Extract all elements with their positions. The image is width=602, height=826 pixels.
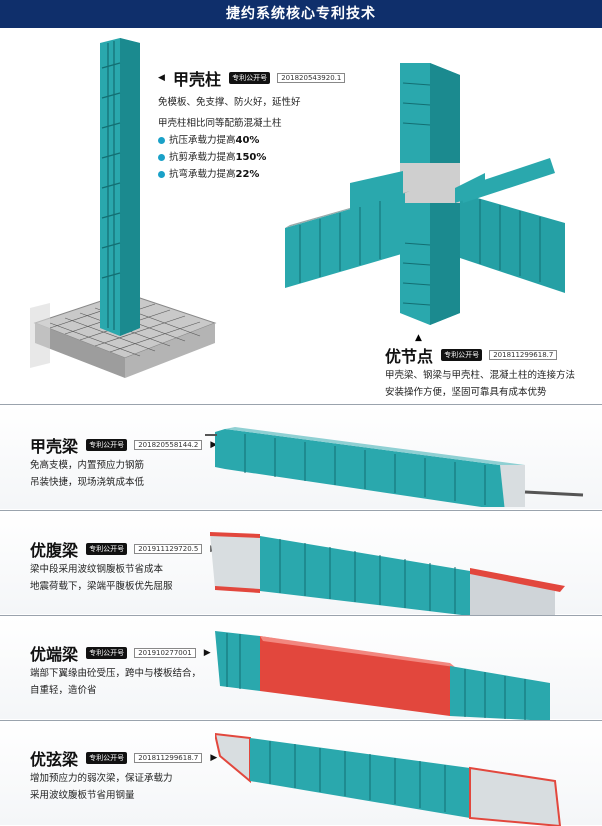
bullet-text: 抗剪承载力提高 <box>169 152 236 163</box>
page-header: 捷约系统核心专利技术 <box>0 0 602 28</box>
bullet-value: 150% <box>235 152 267 163</box>
bullet-dot <box>158 154 165 161</box>
joint-patent-no: 201811299618.7 <box>489 350 558 360</box>
beam-desc-2: 吊装快捷，现场浇筑成本低 <box>30 477 145 488</box>
beam-title: 优弦梁 <box>30 750 79 769</box>
joint-desc-1: 甲壳梁、钢梁与甲壳柱、混凝土柱的连接方法 <box>385 370 576 381</box>
column-illustration <box>30 38 217 378</box>
beam-title: 优腹梁 <box>30 541 79 560</box>
youduan-beam-illustration <box>215 631 550 721</box>
youxian-beam-illustration <box>215 732 562 826</box>
beam-patent-no: 201820558144.2 <box>134 440 203 450</box>
bullet-text: 抗弯承载力提高 <box>169 169 236 180</box>
patent-badge: 专利公开号 <box>441 349 483 361</box>
beam-desc-1: 端部下翼缘由砼受压，跨中与楼板结合， <box>30 668 202 679</box>
beam-desc-1: 免高支模，内置预应力钢筋 <box>30 460 145 471</box>
bullet-dot <box>158 137 165 144</box>
column-desc-1: 免模板、免支撑、防火好，延性好 <box>158 97 301 108</box>
beam-label: 优腹梁 专利公开号 201911129720.5 ▶ 梁中段采用波纹钢腹板节省成… <box>30 537 217 595</box>
joint-marker: ▲ <box>415 333 422 343</box>
beam-patent-no: 201911129720.5 <box>134 544 203 554</box>
beam-desc-2: 自重轻，造价省 <box>30 685 97 696</box>
column-bullet: 抗弯承载力提高22% <box>158 166 345 183</box>
column-patent-no: 201820543920.1 <box>277 73 346 83</box>
joint-title: 优节点 <box>385 347 434 366</box>
column-marker: ◀ <box>158 73 165 83</box>
divider <box>0 404 602 405</box>
column-bullet: 抗剪承载力提高150% <box>158 149 345 166</box>
bullet-value: 40% <box>235 135 260 146</box>
divider <box>0 720 602 721</box>
column-label: ◀ 甲壳柱 专利公开号 201820543920.1 免模板、免支撑、防火好，延… <box>158 66 346 183</box>
page-title: 捷约系统核心专利技术 <box>226 6 376 22</box>
beam-desc-2: 采用波纹腹板节省用钢量 <box>30 790 135 801</box>
jiake-beam-illustration <box>205 427 584 507</box>
patent-badge: 专利公开号 <box>86 543 128 555</box>
joint-label: ▲ 优节点 专利公开号 201811299618.7 甲壳梁、钢梁与甲壳柱、混凝… <box>385 333 575 401</box>
beam-label: 优端梁 专利公开号 201910277001 ▶ 端部下翼缘由砼受压，跨中与楼板… <box>30 641 211 699</box>
beam-section-youduan: 优端梁 专利公开号 201910277001 ▶ 端部下翼缘由砼受压，跨中与楼板… <box>0 616 602 721</box>
beam-label: 优弦梁 专利公开号 201811299618.7 ▶ 增加预应力的弱次梁，保证承… <box>30 746 217 804</box>
beam-marker: ▶ <box>203 648 211 658</box>
youfu-beam-illustration <box>210 532 565 616</box>
patent-badge: 专利公开号 <box>86 647 128 659</box>
column-bullet: 抗压承载力提高40% <box>158 132 345 149</box>
top-panel: ◀ 甲壳柱 专利公开号 201820543920.1 免模板、免支撑、防火好，延… <box>0 28 602 403</box>
beam-marker: ▶ <box>210 440 218 450</box>
bullet-text: 抗压承载力提高 <box>169 135 236 146</box>
patent-badge: 专利公开号 <box>229 72 271 84</box>
beam-title: 优端梁 <box>30 645 79 664</box>
bullet-value: 22% <box>235 169 260 180</box>
beam-patent-no: 201811299618.7 <box>134 753 203 763</box>
beam-section-youxian: 优弦梁 专利公开号 201811299618.7 ▶ 增加预应力的弱次梁，保证承… <box>0 721 602 826</box>
beam-desc-1: 梁中段采用波纹钢腹板节省成本 <box>30 564 164 575</box>
patent-badge: 专利公开号 <box>86 439 128 451</box>
beam-desc-2: 地震荷载下，梁端平腹板优先屈服 <box>30 581 173 592</box>
column-desc-2: 甲壳柱相比同等配筋混凝土柱 <box>158 118 282 129</box>
divider <box>0 510 602 511</box>
bullet-dot <box>158 171 165 178</box>
patent-badge: 专利公开号 <box>86 752 128 764</box>
column-title: 甲壳柱 <box>173 70 222 89</box>
beam-section-youfu: 优腹梁 专利公开号 201911129720.5 ▶ 梁中段采用波纹钢腹板节省成… <box>0 511 602 616</box>
joint-desc-2: 安装操作方便，坚固可靠具有成本优势 <box>385 387 547 398</box>
beam-title: 甲壳梁 <box>30 437 79 456</box>
beam-label: 甲壳梁 专利公开号 201820558144.2 ▶ 免高支模，内置预应力钢筋 … <box>30 433 217 491</box>
divider <box>0 615 602 616</box>
joint-illustration <box>285 63 565 325</box>
beam-desc-1: 增加预应力的弱次梁，保证承载力 <box>30 773 173 784</box>
beam-section-jiake: 甲壳梁 专利公开号 201820558144.2 ▶ 免高支模，内置预应力钢筋 … <box>0 405 602 509</box>
beam-patent-no: 201910277001 <box>134 648 196 658</box>
beam-marker: ▶ <box>210 753 218 763</box>
